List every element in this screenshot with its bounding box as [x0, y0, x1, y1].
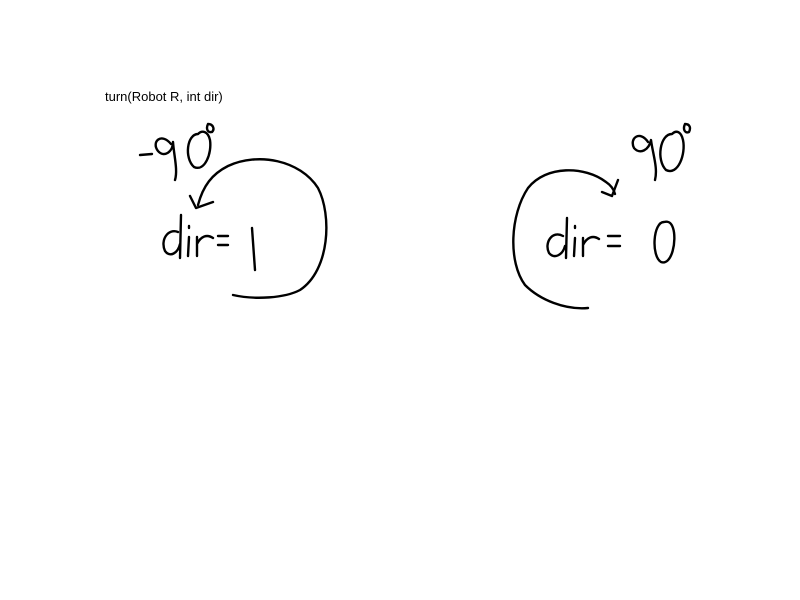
left-rotation-arrow: [196, 158, 328, 299]
left-case: [138, 122, 328, 299]
right-angle-label: [631, 122, 692, 182]
left-condition-label: [162, 213, 257, 272]
digit-9: [154, 137, 178, 182]
function-signature: turn(Robot R, int dir): [105, 89, 223, 104]
letter-d: [546, 216, 569, 260]
letter-d: [162, 213, 183, 260]
letter-i: [572, 224, 577, 258]
digit-0: [659, 130, 685, 173]
letter-r: [195, 234, 215, 258]
digit-0: [653, 220, 676, 264]
digit-0: [186, 130, 212, 169]
letter-r: [581, 235, 601, 258]
letter-i: [186, 224, 191, 258]
right-condition-label: [546, 216, 676, 264]
right-arrowhead: [600, 178, 620, 198]
degree-mark: [205, 122, 215, 134]
left-arrowhead: [188, 194, 215, 210]
right-case: [512, 122, 692, 310]
minus-sign: [138, 152, 154, 157]
degree-mark: [682, 122, 692, 134]
equals-sign: [216, 234, 230, 247]
equals-sign: [606, 234, 622, 248]
digit-1: [250, 226, 257, 272]
left-angle-label: [138, 122, 215, 182]
right-rotation-arrow: [512, 169, 617, 310]
digit-9: [631, 134, 658, 182]
